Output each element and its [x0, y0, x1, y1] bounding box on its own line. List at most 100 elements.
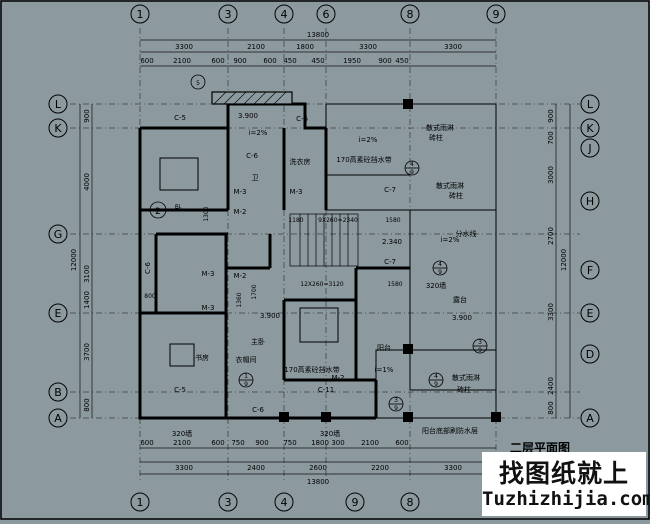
drawing-title: 二层平面图	[510, 441, 570, 455]
dim-bottom-detail: 900	[255, 439, 268, 447]
dim-bottom-detail: 750	[231, 439, 244, 447]
dim-inner: 1180	[288, 217, 303, 224]
symbol-num: 4	[438, 261, 442, 268]
slope-mark: i=2%	[249, 129, 268, 137]
columns	[279, 99, 501, 422]
slope-mark: i=2%	[441, 236, 460, 244]
balcony-note: 阳台底部刷防水层	[422, 426, 478, 435]
slope-mark: i=1%	[375, 366, 394, 374]
axis-label: 3	[225, 496, 232, 509]
symbol-num: 3	[478, 339, 482, 346]
drainage-note: 分水线	[456, 229, 477, 238]
room-label-balcony: 阳台	[377, 343, 391, 352]
dim-left-span: 1400	[83, 291, 91, 309]
hatched-wall	[211, 91, 293, 105]
axis-label: 4	[281, 496, 288, 509]
axis-label: F	[587, 264, 593, 277]
dim-top-detail: 2100	[173, 57, 191, 65]
room-label-terrace: 露台	[453, 295, 467, 304]
axis-label: L	[55, 98, 62, 111]
dim-inner: 1580	[387, 281, 402, 288]
symbol-num: 4	[434, 373, 438, 380]
axis-label: D	[586, 348, 594, 361]
post-note: 砖柱	[449, 191, 463, 200]
window-tag: C-7	[384, 258, 396, 266]
level-mark: 2.340	[382, 238, 402, 246]
dim-bottom-detail: 600	[211, 439, 224, 447]
axis-label: A	[54, 412, 62, 425]
symbol-num: 9	[244, 381, 248, 388]
axis-label: G	[54, 228, 63, 241]
symbol-num: 9	[394, 405, 398, 412]
rain-note: 散式雨淋	[452, 373, 480, 382]
watermark-cn: 找图纸就上	[498, 459, 629, 488]
door-tag: M-2	[331, 374, 344, 382]
axis-label: 4	[281, 8, 288, 21]
axis-label: 6	[323, 8, 330, 21]
dim-top-span: 3300	[444, 43, 462, 51]
walls	[138, 102, 410, 420]
dim-inner: 1700	[251, 284, 258, 299]
dim-total-bottom: 13800	[307, 478, 329, 486]
dim-left-span: 4000	[83, 173, 91, 191]
hatch-lines	[213, 91, 287, 105]
dim-inner: 9X260=2340	[318, 217, 358, 224]
wall-note: 320墙	[426, 281, 446, 290]
axis-label: L	[587, 98, 594, 111]
level-mark: 3.900	[260, 312, 280, 320]
dim-inner: 12X260=3120	[300, 281, 344, 288]
dim-bottom-span: 2400	[247, 464, 265, 472]
door-tag: M-3	[289, 188, 302, 196]
dim-top-detail: 900	[378, 57, 391, 65]
wall-note: 320墙	[320, 429, 340, 438]
dim-inner: 800	[144, 293, 156, 300]
dim-right-span: 2400	[547, 377, 555, 395]
axis-label: K	[586, 122, 594, 135]
dim-top-span: 2100	[247, 43, 265, 51]
room-label-closet: 衣帽间	[236, 355, 257, 364]
room-label-study: 书房	[195, 353, 209, 362]
dim-bottom-span: 2600	[309, 464, 327, 472]
axis-label: E	[55, 307, 62, 320]
symbol-num: 4	[410, 161, 414, 168]
dim-left-span: 800	[83, 398, 91, 411]
dim-top-detail: 450	[311, 57, 324, 65]
axis-label: B	[54, 386, 62, 399]
door-tag: M-3	[233, 188, 246, 196]
symbol-num: 9	[410, 169, 414, 176]
dim-bottom-detail: 600	[140, 439, 153, 447]
dim-top-detail: 450	[395, 57, 408, 65]
dim-right-span: 800	[547, 401, 555, 414]
rain-note: 散式雨淋	[426, 123, 454, 132]
dim-bottom-detail: 2100	[361, 439, 379, 447]
axis-label: 8	[407, 496, 414, 509]
symbol-num: 9	[478, 347, 482, 354]
dim-bottom-detail: 750	[283, 439, 296, 447]
level-mark: 3.900	[238, 112, 258, 120]
window-tag: C-11	[318, 386, 334, 394]
axis-bubbles	[48, 4, 600, 512]
room-label-bedroom: 卧	[175, 204, 182, 212]
axis-label: 1	[137, 496, 144, 509]
dim-bottom-detail: 1800	[311, 439, 329, 447]
dim-total-top: 13800	[307, 31, 329, 39]
dim-left-span: 3700	[83, 343, 91, 361]
bed-icons	[159, 157, 339, 367]
room-label-laundry: 洗衣房	[290, 157, 311, 166]
watermark-url: Tuzhizhijia.com	[482, 488, 650, 510]
axis-label: J	[587, 142, 591, 155]
window-tag: C-5	[174, 386, 186, 394]
dim-bottom-detail: 2100	[173, 439, 191, 447]
door-tag: M-3	[201, 304, 214, 312]
window-tag: C-6	[296, 115, 308, 123]
dim-top-span: 3300	[175, 43, 193, 51]
drain-note: 170高素砼挡水带	[284, 365, 339, 374]
dim-top-detail: 450	[283, 57, 296, 65]
dim-top-detail: 900	[233, 57, 246, 65]
dim-bottom-span: 3300	[175, 464, 193, 472]
post-note: 砖柱	[457, 385, 471, 394]
window-tag: C-6	[246, 152, 258, 160]
dim-bottom-detail: 300	[331, 439, 344, 447]
room-label-master: 主卧	[251, 337, 265, 346]
